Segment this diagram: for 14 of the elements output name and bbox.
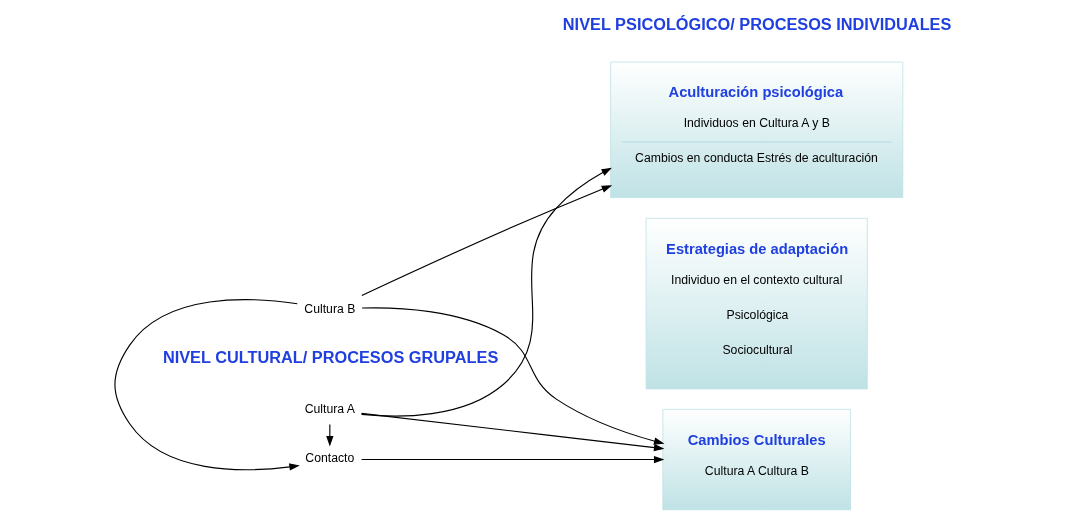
label: NIVEL CULTURAL/ PROCESOS GRUPALES bbox=[162, 347, 499, 366]
arrow bbox=[360, 167, 612, 417]
label: NIVEL PSICOLÓGICO/ PROCESOS INDIVIDUALES bbox=[562, 14, 952, 33]
node-box: Estrategias de adaptación Individuo en el contexto cultural Psicológica Sociocultural bbox=[645, 217, 868, 389]
arrow bbox=[361, 412, 665, 451]
arrow bbox=[361, 184, 613, 296]
node-text: Cultura A bbox=[304, 401, 355, 416]
arrow bbox=[114, 298, 300, 470]
node-box: Aculturación psicológica Individuos en Cultura A y B Cambios en conducta Estrés de aculturación bbox=[610, 61, 904, 198]
arrow bbox=[361, 455, 665, 463]
node-text: Contacto bbox=[305, 450, 355, 465]
arrow bbox=[361, 306, 665, 445]
node-box: Cambios Culturales Cultura A Cultura B bbox=[662, 408, 851, 510]
node-text: Cultura B bbox=[304, 301, 356, 316]
